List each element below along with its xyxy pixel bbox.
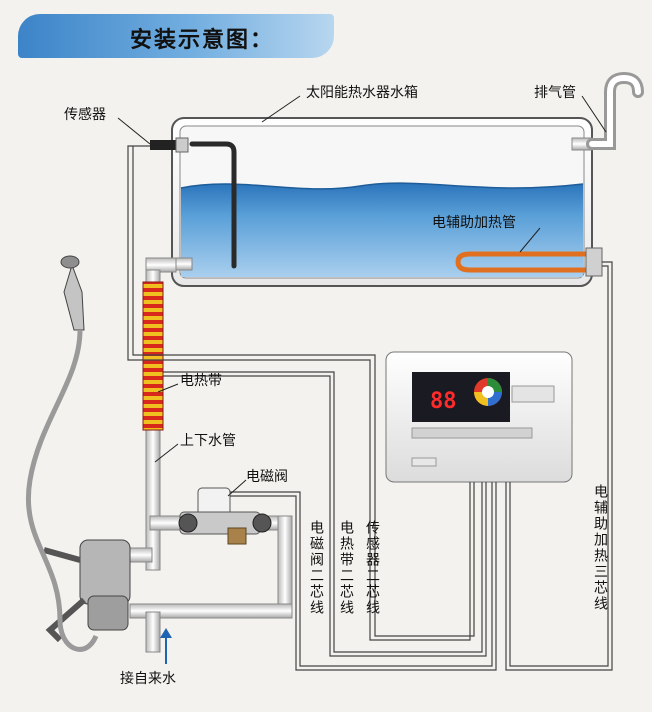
controller-display-value: 88: [430, 389, 457, 414]
solenoid-wire-label: 电磁阀二芯线: [308, 520, 324, 616]
shower-head: [60, 255, 85, 331]
vent-pipe-label: 排气管: [534, 85, 576, 101]
mixing-faucet: [43, 539, 131, 643]
heat-tape-wire-label: 电热带二芯线: [338, 520, 354, 616]
tank-label: 太阳能热水器水箱: [306, 85, 418, 101]
heater-tube-label: 电辅助加热管: [432, 215, 516, 231]
heat-tape-label: 电热带: [180, 373, 222, 389]
solenoid-valve-label: 电磁阀: [246, 469, 288, 485]
heat-tape: [142, 281, 164, 431]
sensor-wire-label: 传感器二芯线: [364, 520, 380, 616]
vent-pipe: [571, 71, 644, 151]
inlet-label: 接自来水: [120, 671, 176, 687]
shower-hose: [26, 329, 99, 652]
solenoid-valve: [178, 487, 272, 545]
dip-tube: [189, 141, 237, 269]
controller: [385, 351, 573, 483]
sensor-label: 传感器: [64, 107, 106, 123]
leader-lines: [117, 95, 607, 497]
riser-pipe-label: 上下水管: [180, 433, 236, 449]
title-banner: [18, 14, 334, 58]
heater-wire-label: 电辅助加热三芯线: [592, 484, 608, 612]
riser-pipe: [142, 257, 193, 571]
inlet-arrow: [160, 628, 172, 664]
page-title: 安装示意图：: [130, 28, 275, 53]
sensor-connector: [150, 137, 189, 153]
heater-tube: [455, 247, 603, 277]
wiring: [127, 145, 613, 671]
